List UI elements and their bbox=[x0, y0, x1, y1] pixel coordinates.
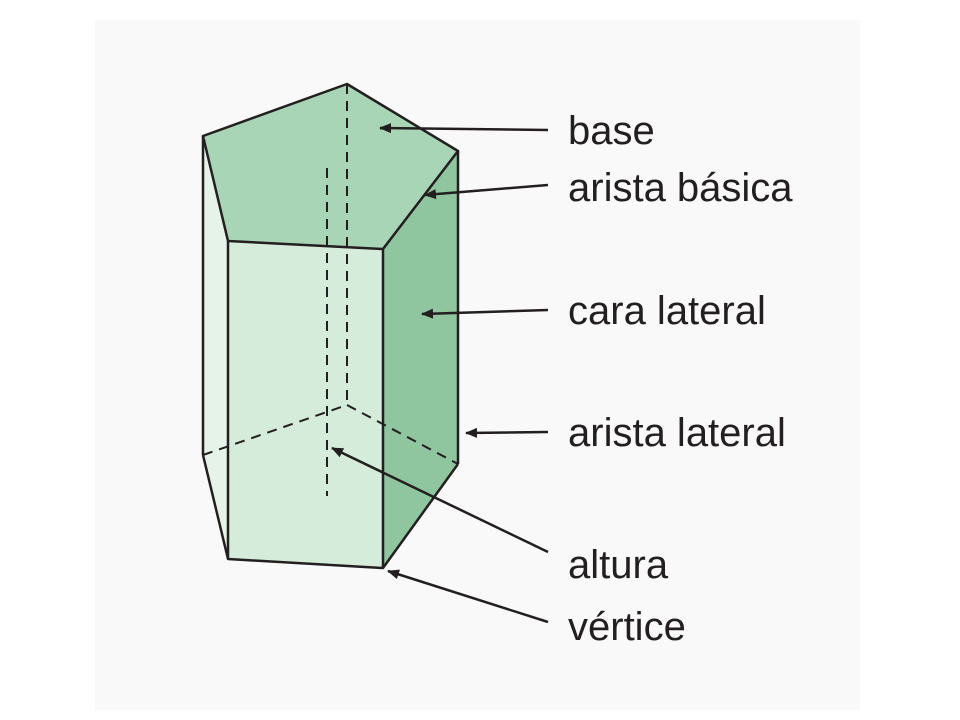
labels: base arista básica cara lateral arista l… bbox=[568, 109, 793, 649]
label-vertice: vértice bbox=[568, 605, 686, 649]
visible-edges bbox=[201, 82, 460, 570]
label-altura: altura bbox=[568, 543, 669, 587]
hidden-bottom-edge-right bbox=[346, 404, 459, 465]
arrow-arista-lateral bbox=[465, 427, 549, 438]
arrow-arista-basica bbox=[424, 183, 549, 200]
label-base: base bbox=[568, 109, 655, 153]
top-base-face bbox=[203, 84, 458, 249]
top-base-outline bbox=[201, 82, 460, 251]
pointer-arrows bbox=[331, 123, 549, 624]
arrow-altura bbox=[331, 446, 549, 554]
bottom-base-outline bbox=[201, 454, 460, 570]
label-cara-lateral: cara lateral bbox=[568, 289, 766, 333]
label-arista-lateral: arista lateral bbox=[568, 411, 786, 455]
right-lateral-face bbox=[383, 151, 458, 568]
label-arista-basica: arista básica bbox=[568, 166, 793, 210]
arrow-cara-lateral bbox=[421, 308, 549, 319]
arrow-vertice bbox=[387, 569, 549, 624]
arrow-base bbox=[379, 123, 549, 134]
front-lateral-face bbox=[228, 241, 383, 568]
